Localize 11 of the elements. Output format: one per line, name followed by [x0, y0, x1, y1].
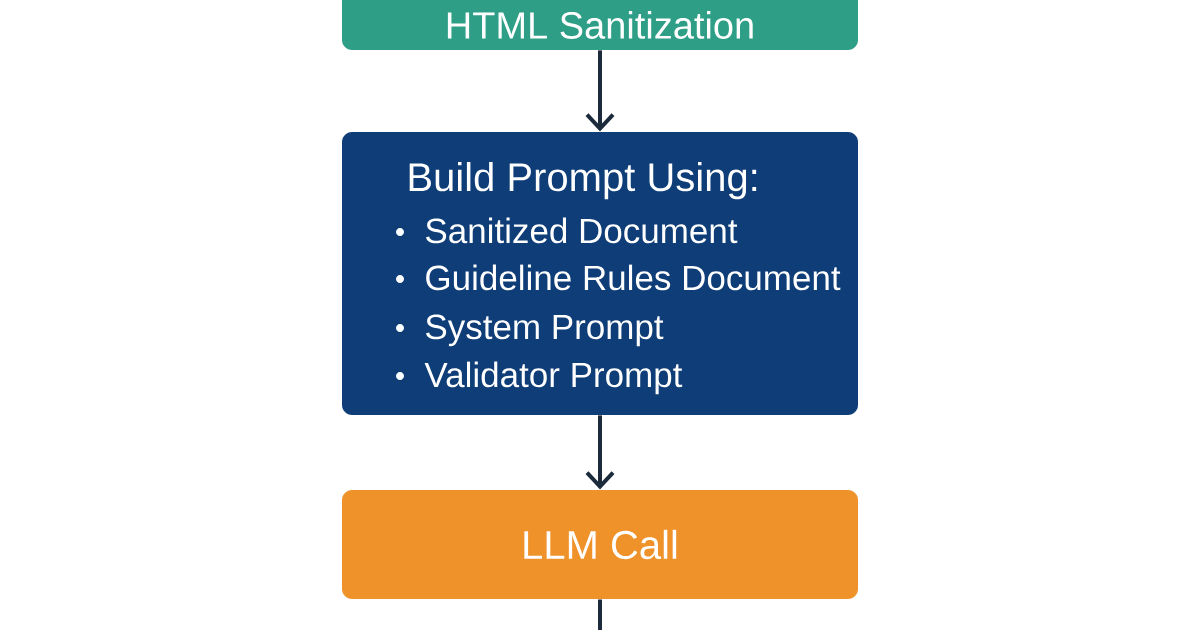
list-item: Sanitized Document: [426, 217, 738, 244]
list-item: Guideline Rules Document: [426, 264, 841, 291]
process-box: [342, 132, 858, 415]
process-box: HTML Sanitization: [342, 0, 858, 50]
connector-line: [598, 599, 602, 630]
arrow: [585, 415, 615, 490]
list-item: Validator Prompt: [424, 361, 683, 395]
list-item: System Prompt: [426, 314, 664, 347]
box-heading: Build Prompt Using:: [409, 162, 757, 200]
arrow: [585, 50, 615, 132]
process-box: LLM Call: [342, 490, 858, 599]
